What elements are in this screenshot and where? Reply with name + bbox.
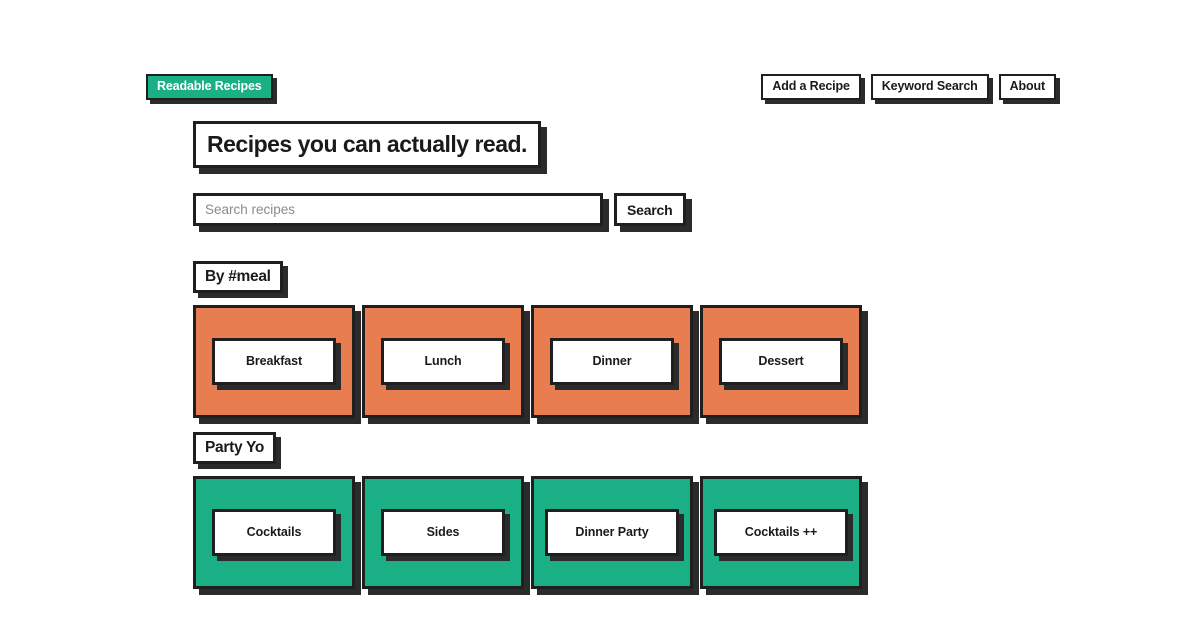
main-content: Recipes you can actually read. Search By… [193, 121, 1073, 589]
category-card-label: Cocktails ++ [714, 509, 848, 556]
category-card-label: Cocktails [212, 509, 336, 556]
category-card-breakfast[interactable]: Breakfast [193, 305, 355, 418]
category-card-cocktails-plus-plus[interactable]: Cocktails ++ [700, 476, 862, 589]
page-title: Recipes you can actually read. [193, 121, 541, 168]
nav-button-add-a-recipe[interactable]: Add a Recipe [761, 74, 861, 100]
category-grid-party-yo: Cocktails Sides Dinner Party Cocktails +… [193, 476, 1073, 589]
site-logo-readable-recipes[interactable]: Readable Recipes [146, 74, 273, 100]
category-card-sides[interactable]: Sides [362, 476, 524, 589]
section-heading-by-meal: By #meal [193, 261, 283, 293]
category-card-cocktails[interactable]: Cocktails [193, 476, 355, 589]
category-card-label: Dessert [719, 338, 843, 385]
category-card-label: Breakfast [212, 338, 336, 385]
search-button[interactable]: Search [614, 193, 686, 226]
category-card-label: Dinner [550, 338, 674, 385]
category-card-dinner-party[interactable]: Dinner Party [531, 476, 693, 589]
category-card-label: Sides [381, 509, 505, 556]
section-heading-party-yo: Party Yo [193, 432, 277, 464]
category-card-label: Dinner Party [545, 509, 679, 556]
category-grid-by-meal: Breakfast Lunch Dinner Dessert [193, 305, 1073, 418]
category-card-dinner[interactable]: Dinner [531, 305, 693, 418]
category-card-lunch[interactable]: Lunch [362, 305, 524, 418]
nav-button-keyword-search[interactable]: Keyword Search [870, 74, 989, 100]
nav-links-group: Add a Recipe Keyword Search About [761, 74, 1056, 100]
search-input[interactable] [193, 193, 603, 226]
top-navigation-bar: Readable Recipes Add a Recipe Keyword Se… [146, 74, 1056, 100]
category-card-label: Lunch [381, 338, 505, 385]
search-row: Search [193, 193, 1073, 226]
nav-button-about[interactable]: About [998, 74, 1056, 100]
category-card-dessert[interactable]: Dessert [700, 305, 862, 418]
